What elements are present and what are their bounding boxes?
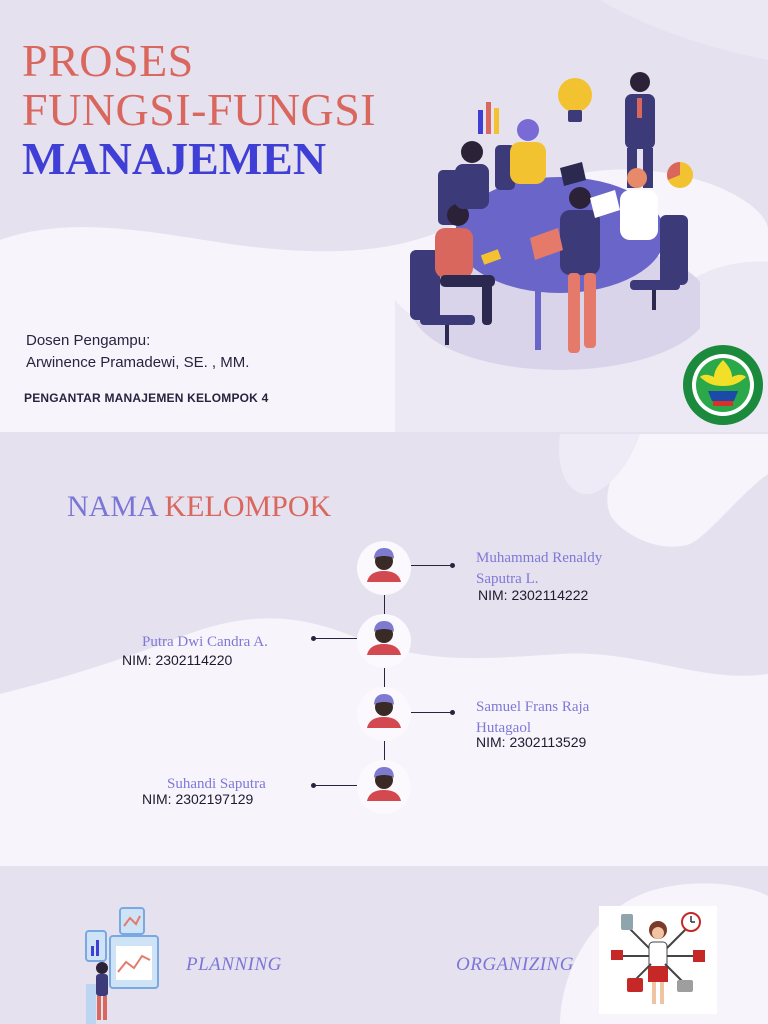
person-avatar-icon (367, 621, 401, 655)
meeting-illustration-icon (410, 72, 700, 370)
title-line-3: MANAJEMEN (22, 133, 327, 184)
member-dot-2 (311, 636, 316, 641)
person-avatar-icon (367, 694, 401, 728)
member-avatar-4 (357, 760, 411, 814)
member-name-4: Suhandi Saputra (167, 776, 266, 792)
person-avatar-icon (367, 548, 401, 582)
member-avatar-3 (357, 687, 411, 741)
group-label: PENGANTAR MANAJEMEN KELOMPOK 4 (24, 391, 269, 405)
organizing-label: ORGANIZING (456, 954, 574, 975)
slide-functions: PLANNING ORGANIZING (0, 866, 768, 1024)
multitasking-woman-icon (611, 912, 705, 1004)
timeline-line (384, 592, 385, 767)
slide-title: PROSES FUNGSI-FUNGSI MANAJEMEN Dosen Pen… (0, 0, 768, 432)
members-title: NAMA KELOMPOK (67, 490, 331, 524)
member-nim-4: NIM: 2302197129 (142, 791, 254, 807)
member-nim-1: NIM: 2302114222 (478, 587, 589, 603)
member-connector-1 (411, 565, 453, 566)
member-name-1: Muhammad Renaldy Saputra L. (476, 550, 603, 587)
member-avatar-1 (357, 541, 411, 595)
member-nim-3: NIM: 2302113529 (476, 734, 587, 750)
member-connector-4 (314, 785, 357, 786)
member-avatar-2 (357, 614, 411, 668)
member-dot-4 (311, 783, 316, 788)
members-title-part1: NAMA (67, 490, 158, 523)
analytics-dashboard-icon (85, 907, 159, 1024)
members-title-part2: KELOMPOK (164, 490, 332, 523)
title-line-2: FUNGSI-FUNGSI (22, 84, 377, 135)
title-line-1: PROSES (22, 35, 194, 86)
planning-label: PLANNING (186, 954, 282, 975)
member-dot-3 (450, 710, 455, 715)
dosen-label: Dosen Pengampu: (26, 332, 151, 349)
member-name-2: Putra Dwi Candra A. (142, 634, 268, 650)
university-logo-icon (683, 345, 763, 425)
member-nim-2: NIM: 2302114220 (122, 652, 233, 668)
member-dot-1 (450, 563, 455, 568)
dosen-name: Arwinence Pramadewi, SE. , MM. (26, 354, 250, 371)
member-name-3: Samuel Frans Raja Hutagaol (476, 699, 590, 736)
person-avatar-icon (367, 767, 401, 801)
member-connector-3 (411, 712, 453, 713)
slide-members: NAMA KELOMPOK Muhammad Renaldy Saputra L… (0, 434, 768, 866)
member-connector-2 (314, 638, 357, 639)
